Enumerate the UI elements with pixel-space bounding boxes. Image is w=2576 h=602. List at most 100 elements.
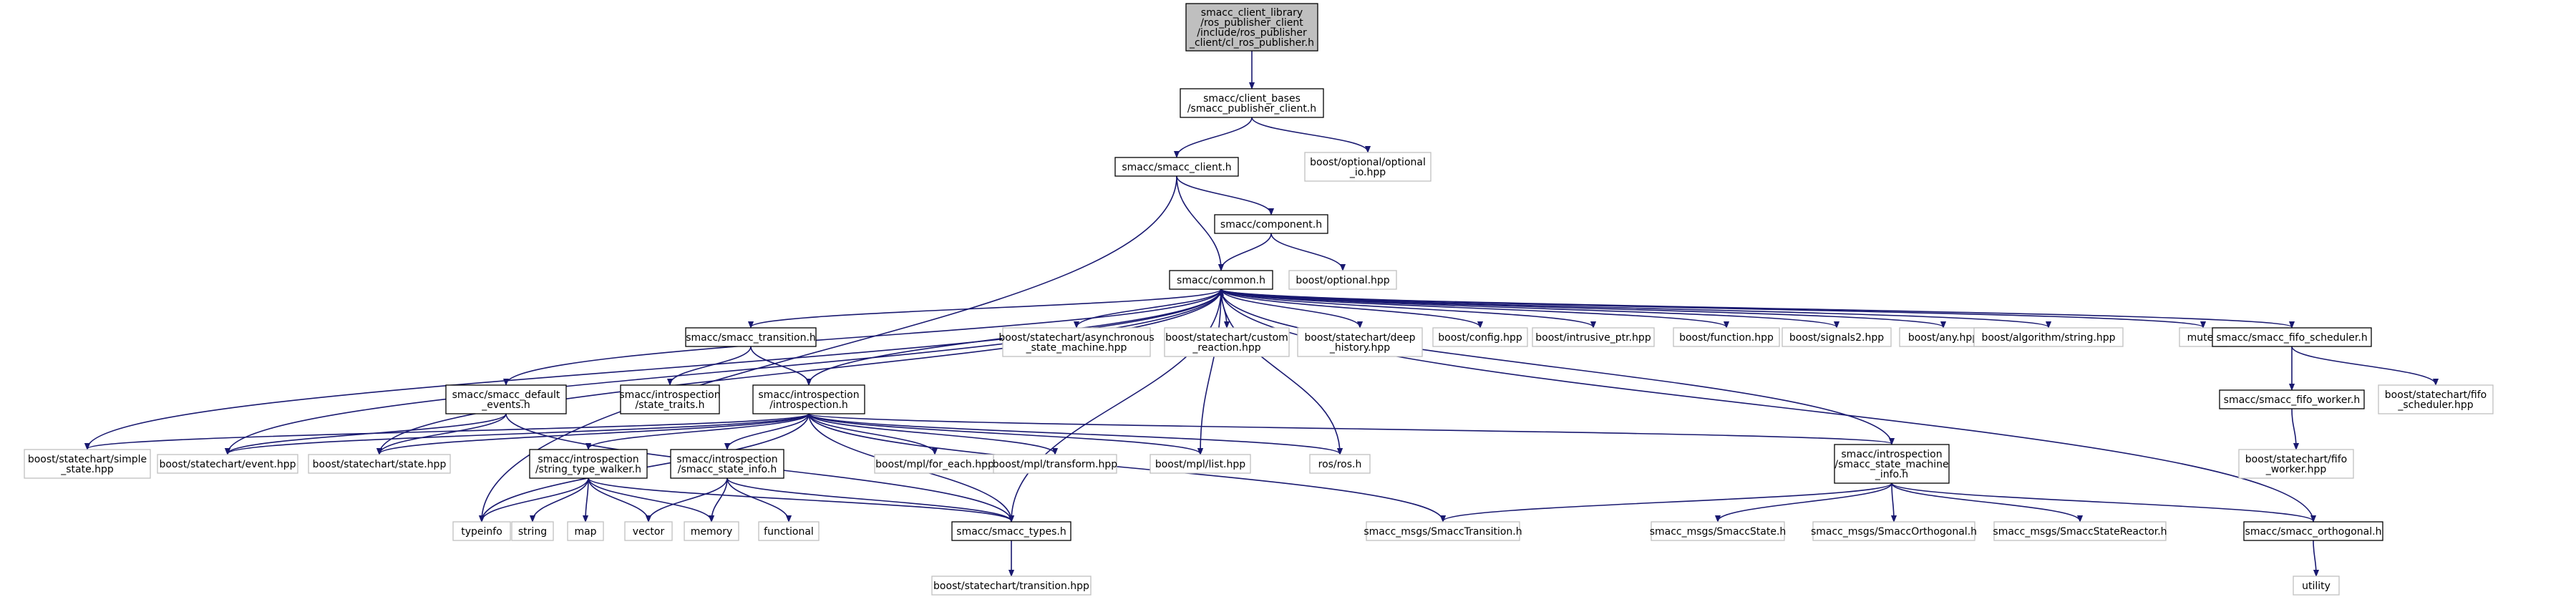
edge-component-to-common xyxy=(1221,233,1272,270)
node-component[interactable]: smacc/component.h xyxy=(1214,214,1328,234)
edge-introspection-to-state xyxy=(379,413,810,454)
edges-layer xyxy=(87,51,2436,576)
edge-sm_info-to-msg_orthogonal xyxy=(1892,482,1894,521)
node-for_each: boost/mpl/for_each.hpp xyxy=(874,454,996,474)
node-label-common: smacc/common.h xyxy=(1177,275,1265,286)
edge-introspection-to-mpl_transform xyxy=(808,413,1055,454)
edge-common-to-transition xyxy=(751,288,1222,327)
node-common[interactable]: smacc/common.h xyxy=(1169,270,1273,290)
node-label-sc_fifo_worker: _worker.hpp xyxy=(2265,464,2327,475)
node-box-transition xyxy=(685,327,817,347)
node-fifo_worker[interactable]: smacc/smacc_fifo_worker.h xyxy=(2219,389,2365,409)
node-state_traits[interactable]: smacc/introspection/state_traits.h xyxy=(619,384,721,414)
node-mpl_list: boost/mpl/list.hpp xyxy=(1150,454,1251,474)
node-box-signals2 xyxy=(1782,327,1892,347)
node-default_events[interactable]: smacc/smacc_default_events.h xyxy=(445,384,567,414)
node-box-config xyxy=(1432,327,1528,347)
node-label-state_traits: smacc/introspection xyxy=(619,389,720,401)
edge-state_info-to-types xyxy=(726,477,1011,521)
edge-introspection-to-state_info xyxy=(727,413,810,449)
node-root[interactable]: smacc_client_library/ros_publisher_clien… xyxy=(1185,3,1318,52)
node-label-root: /ros_publisher_client xyxy=(1200,17,1303,29)
edge-type_walker-to-memory xyxy=(588,477,711,521)
node-box-fifo_worker xyxy=(2219,389,2365,409)
edge-common-to-intrusive xyxy=(1220,288,1593,327)
node-label-function: boost/function.hpp xyxy=(1679,332,1774,344)
node-label-root: smacc_client_library xyxy=(1201,7,1303,19)
node-smacc_client[interactable]: smacc/smacc_client.h xyxy=(1114,157,1239,177)
node-type_walker[interactable]: smacc/introspection/string_type_walker.h xyxy=(529,449,648,479)
node-box-event xyxy=(157,454,298,474)
edge-fifo_sched-to-sc_fifo_sched xyxy=(2291,346,2436,384)
node-orthogonal[interactable]: smacc/smacc_orthogonal.h xyxy=(2243,521,2383,541)
edge-common-to-simple_state xyxy=(87,288,1222,449)
node-label-fifo_worker: smacc/smacc_fifo_worker.h xyxy=(2224,394,2361,406)
node-box-algo_string xyxy=(1973,327,2124,347)
node-label-state_info: /smacc_state_info.h xyxy=(678,464,777,475)
node-label-types: smacc/smacc_types.h xyxy=(956,526,1066,538)
edge-common-to-algo_string xyxy=(1220,288,2048,327)
node-label-type_walker: smacc/introspection xyxy=(538,454,638,465)
node-signals2: boost/signals2.hpp xyxy=(1782,327,1892,347)
node-label-opt_io: boost/optional/optional xyxy=(1310,157,1426,168)
node-label-msg_reactor: smacc_msgs/SmaccStateReactor.h xyxy=(1993,526,2167,538)
node-box-intrusive xyxy=(1532,327,1655,347)
edge-common-to-signals2 xyxy=(1220,288,1837,327)
node-ros: ros/ros.h xyxy=(1309,454,1371,474)
node-box-msg_orthogonal xyxy=(1812,521,1975,541)
node-box-state_info xyxy=(670,449,784,479)
node-label-deep_history: boost/statechart/deep xyxy=(1304,332,1415,344)
node-intrusive: boost/intrusive_ptr.hpp xyxy=(1532,327,1655,347)
node-transition[interactable]: smacc/smacc_transition.h xyxy=(685,327,817,347)
node-fifo_sched[interactable]: smacc/smacc_fifo_scheduler.h xyxy=(2212,327,2372,347)
node-box-functional xyxy=(758,521,820,541)
node-label-intrusive: boost/intrusive_ptr.hpp xyxy=(1535,332,1651,344)
node-label-sc_transition: boost/statechart/transition.hpp xyxy=(933,581,1089,592)
node-label-root: /include/ros_publisher xyxy=(1197,27,1307,39)
edge-common-to-async_sm xyxy=(1076,288,1222,327)
node-box-typeinfo xyxy=(452,521,511,541)
node-label-pub_client: smacc/client_bases xyxy=(1203,93,1301,105)
edge-state_info-to-vector xyxy=(648,477,728,521)
node-box-vector xyxy=(624,521,673,541)
node-types[interactable]: smacc/smacc_types.h xyxy=(951,521,1071,541)
node-box-sc_transition xyxy=(931,576,1092,596)
edge-state_info-to-functional xyxy=(726,477,789,521)
node-introspection[interactable]: smacc/introspection/introspection.h xyxy=(752,384,865,414)
node-label-mutex: mutex xyxy=(2187,332,2220,344)
edge-pub_client-to-opt_io xyxy=(1251,117,1368,152)
edge-component-to-boost_optional xyxy=(1270,233,1343,270)
node-state_info[interactable]: smacc/introspection/smacc_state_info.h xyxy=(670,449,784,479)
node-box-custom_reaction xyxy=(1164,327,1290,357)
node-label-msg_state: smacc_msgs/SmaccState.h xyxy=(1650,526,1787,538)
edge-fifo_worker-to-sc_fifo_worker xyxy=(2291,408,2296,449)
node-box-msg_reactor xyxy=(1993,521,2167,541)
edge-common-to-event xyxy=(228,288,1222,454)
node-config: boost/config.hpp xyxy=(1432,327,1528,347)
node-label-msg_orthogonal: smacc_msgs/SmaccOrthogonal.h xyxy=(1811,526,1977,538)
node-label-boost_optional: boost/optional.hpp xyxy=(1296,275,1389,286)
node-sm_info[interactable]: smacc/introspection/smacc_state_machine_… xyxy=(1834,444,1950,484)
node-label-mpl_transform: boost/mpl/transform.hpp xyxy=(993,459,1117,470)
node-box-msg_state xyxy=(1651,521,1785,541)
edge-transition-to-introspection xyxy=(750,346,809,384)
node-label-async_sm: boost/statechart/asynchronous xyxy=(998,332,1154,344)
node-label-utility: utility xyxy=(2302,581,2330,592)
node-label-typeinfo: typeinfo xyxy=(461,526,502,538)
node-sc_fifo_worker: boost/statechart/fifo_worker.hpp xyxy=(2238,449,2354,479)
node-msg_transition: smacc_msgs/SmaccTransition.h xyxy=(1364,521,1522,541)
node-pub_client[interactable]: smacc/client_bases/smacc_publisher_clien… xyxy=(1180,88,1324,118)
node-label-custom_reaction: _reaction.hpp xyxy=(1192,342,1260,354)
node-box-string xyxy=(511,521,554,541)
node-label-async_sm: _state_machine.hpp xyxy=(1026,342,1127,354)
node-box-any xyxy=(1899,327,1988,347)
node-box-memory xyxy=(684,521,739,541)
node-box-opt_io xyxy=(1304,152,1432,182)
node-box-deep_history xyxy=(1297,327,1423,357)
node-box-boost_optional xyxy=(1288,270,1397,290)
node-label-sc_fifo_sched: _scheduler.hpp xyxy=(2397,399,2473,411)
edge-sm_info-to-msg_transition xyxy=(1443,482,1892,521)
node-label-sm_info: smacc/introspection xyxy=(1841,449,1942,460)
node-simple_state: boost/statechart/simple_state.hpp xyxy=(24,449,151,479)
node-label-for_each: boost/mpl/for_each.hpp xyxy=(875,459,994,470)
